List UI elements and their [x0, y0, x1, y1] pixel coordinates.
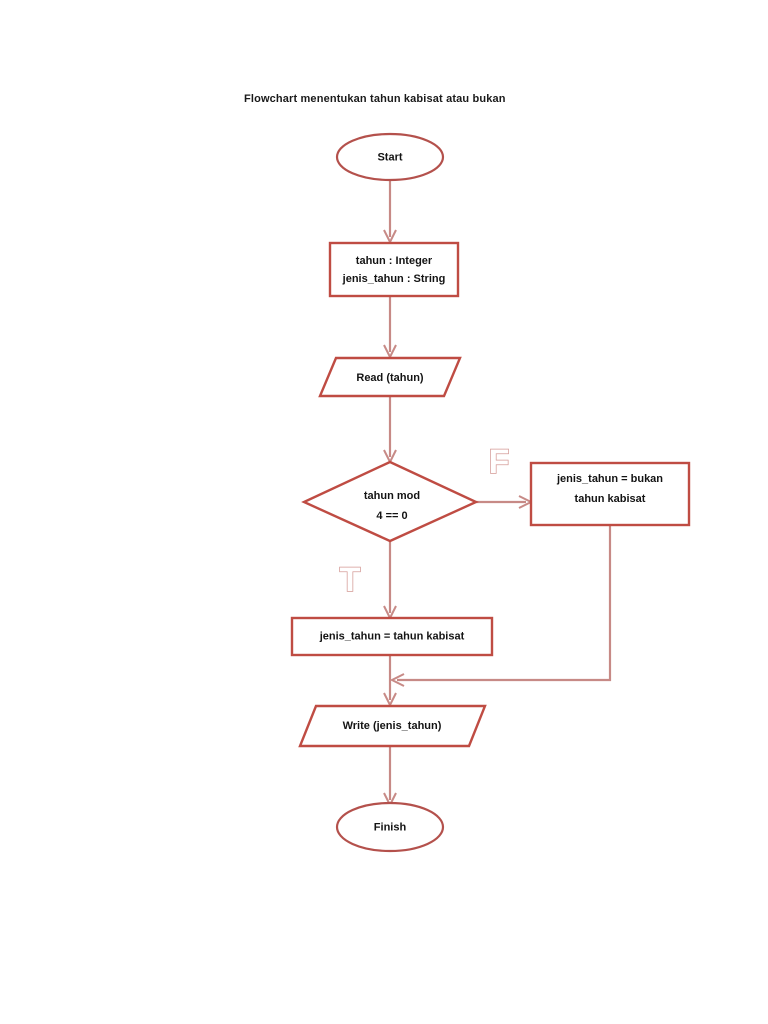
node-write[interactable]: Write (jenis_tahun) — [298, 704, 487, 748]
node-declaration[interactable]: tahun : Integer jenis_tahun : String — [328, 241, 460, 298]
connector-start-to-declaration — [383, 180, 397, 245]
connector-decision-true-to-box — [383, 541, 397, 621]
connector-read-to-decision — [383, 397, 397, 465]
node-decision-line1: tahun mod — [364, 490, 420, 502]
connector-write-to-finish — [383, 746, 397, 808]
node-start-label: Start — [377, 151, 402, 163]
branch-label-true: T — [340, 561, 361, 599]
node-write-label: Write (jenis_tahun) — [343, 720, 442, 732]
node-decision-line2: 4 == 0 — [376, 510, 407, 522]
connector-false-box-to-merge — [389, 526, 612, 687]
node-false-branch-line2: tahun kabisat — [575, 493, 646, 505]
node-read-label: Read (tahun) — [356, 372, 424, 384]
branch-label-false: F — [489, 443, 510, 481]
node-finish-label: Finish — [374, 821, 407, 833]
node-true-branch[interactable]: jenis_tahun = tahun kabisat — [290, 616, 494, 657]
node-finish[interactable]: Finish — [335, 801, 445, 853]
node-false-branch[interactable]: jenis_tahun = bukan tahun kabisat — [529, 461, 691, 527]
node-start[interactable]: Start — [335, 132, 445, 182]
node-false-branch-line1: jenis_tahun = bukan — [556, 473, 663, 485]
connector-decision-false-to-box — [476, 495, 534, 509]
node-declaration-line2: jenis_tahun : String — [342, 273, 446, 285]
node-declaration-line1: tahun : Integer — [356, 255, 433, 267]
node-true-branch-label: jenis_tahun = tahun kabisat — [319, 630, 465, 642]
page-title: Flowchart menentukan tahun kabisat atau … — [244, 93, 506, 105]
node-read[interactable]: Read (tahun) — [318, 356, 462, 398]
node-decision[interactable]: tahun mod 4 == 0 — [301, 460, 479, 543]
connector-declaration-to-read — [383, 296, 397, 360]
